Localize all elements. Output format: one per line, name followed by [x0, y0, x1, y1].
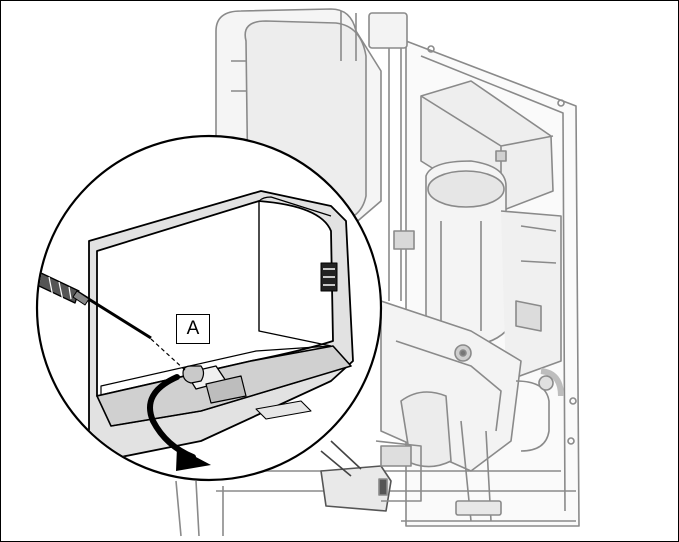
screwdriver-icon	[38, 272, 152, 340]
callout-label-a: A	[176, 314, 210, 344]
detail-magnifier	[35, 134, 383, 482]
rotation-arrow-icon	[147, 374, 211, 471]
